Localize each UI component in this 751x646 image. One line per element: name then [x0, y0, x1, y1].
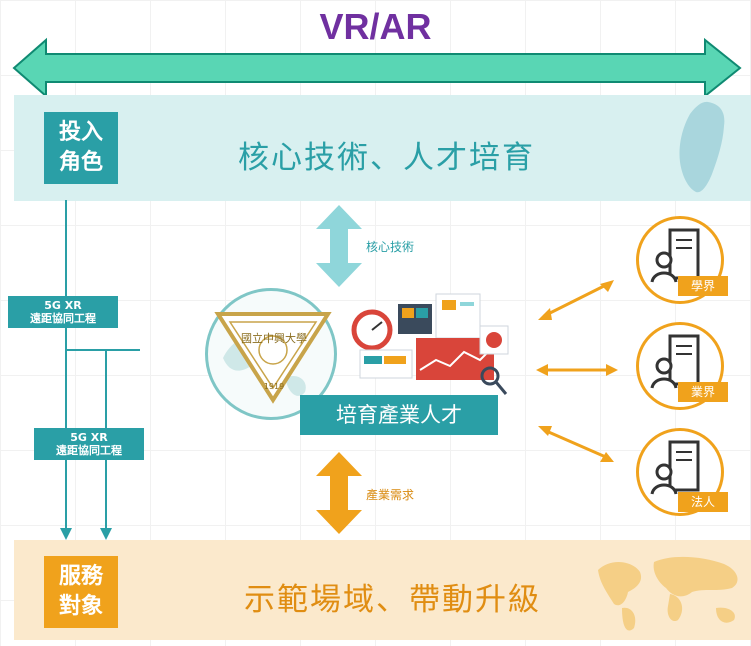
- industry-demand-label: 產業需求: [366, 488, 415, 502]
- talent-box: 培育產業人才: [300, 395, 498, 435]
- org-academia-label: 學界: [678, 276, 728, 296]
- org-industry-label: 業界: [678, 382, 728, 402]
- role-target-box: 服務 對象: [44, 556, 118, 628]
- top-band-text: 核心技術、人才培育: [238, 140, 535, 176]
- flow-label-1: 5G XR 遠距協同工程: [8, 296, 118, 328]
- role-input-line2: 角色: [58, 150, 103, 175]
- taiwan-map-icon: [679, 101, 725, 193]
- flow-label-2-line1: 5G XR: [70, 431, 108, 444]
- flow-label-2: 5G XR 遠距協同工程: [34, 428, 144, 460]
- org-connectors: [536, 280, 618, 462]
- role-target-line2: 對象: [58, 594, 103, 619]
- org-legal-entity-label: 法人: [678, 492, 728, 512]
- analytics-cluster-icon: [351, 293, 509, 395]
- flow-label-1-line2: 遠距協同工程: [30, 312, 96, 325]
- flow-label-2-line2: 遠距協同工程: [56, 444, 122, 457]
- building-person-icon: [650, 228, 700, 283]
- industry-demand-arrow: [316, 452, 362, 534]
- role-input-box: 投入 角色: [44, 112, 118, 184]
- flow-label-1-line1: 5G XR: [44, 299, 82, 312]
- role-input-line1: 投入: [58, 120, 103, 145]
- double-arrow: [12, 37, 742, 99]
- world-map-icon: [598, 556, 738, 631]
- building-person-icon: [650, 440, 700, 495]
- role-target-line1: 服務: [58, 564, 103, 589]
- bottom-band-text: 示範場域、帶動升級: [244, 582, 541, 618]
- core-tech-arrow: [316, 205, 362, 287]
- diagram-title: VR/AR: [319, 6, 432, 47]
- seal-text: 國立中興大學: [241, 332, 307, 345]
- university-seal-icon: [214, 312, 332, 404]
- top-band: [14, 95, 751, 201]
- core-tech-label: 核心技術: [366, 240, 415, 254]
- seal-year: 1919: [263, 382, 285, 391]
- left-flow-arrows: [60, 200, 140, 540]
